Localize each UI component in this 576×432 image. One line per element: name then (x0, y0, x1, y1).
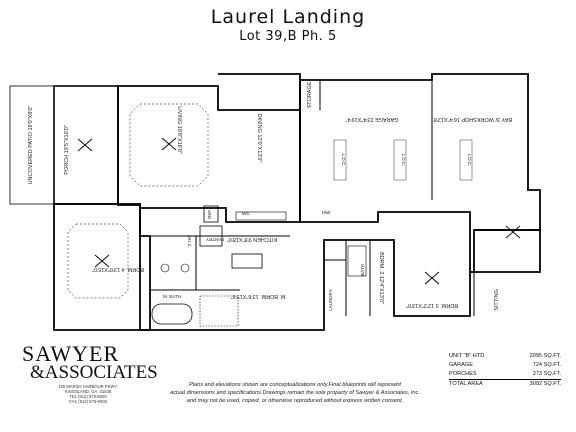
storage-label: STORAGE (307, 81, 313, 108)
laundry-label: LAUNDRY (328, 289, 333, 310)
bath2-tub (347, 245, 367, 277)
disclaimer-line: Plans and elevations shown are conceptua… (189, 382, 401, 388)
fan-bdrm2 (424, 271, 440, 285)
dining-label: DINING 12'0"X13'0" (256, 114, 262, 163)
center-wall (139, 208, 541, 331)
logo-line2: &ASSOCIATES (30, 362, 158, 383)
bdrm4-label: BDRM. 4 13'0"X15'0" (92, 266, 144, 272)
patio-label: UNCOVERED PATIO 19'0"X8'0" (28, 106, 34, 185)
ldc-1 (333, 139, 347, 181)
ldc-2 (393, 139, 407, 181)
disclaimer: Plans and elevations shown are conceptua… (100, 381, 490, 405)
master-bdrm-label: M. BDRM. 13'6"X15'6" (230, 293, 285, 299)
wic-label: W.I.C. (187, 236, 192, 248)
sink-2 (180, 263, 190, 273)
m-bath-label: M. BATH (163, 294, 181, 299)
ldc-3 (459, 139, 473, 181)
company-address: 100 MARSH HARBOUR PKWY. KINGSLAND, GA. 3… (48, 384, 128, 404)
garage-wall (299, 73, 541, 273)
living-label: LIVING 18'8"X16'0" (176, 106, 182, 154)
shower (199, 295, 239, 327)
address-line: 100 MARSH HARBOUR PKWY. (58, 384, 118, 389)
fan-living (161, 137, 177, 151)
hw-label: H/W (322, 210, 332, 215)
pantry-box (199, 225, 223, 247)
bdrm3-label: BDRM. 3 12'2"X13'0" (406, 302, 458, 308)
ref-box (203, 205, 219, 223)
ldc-label-2: L.D.C. (401, 154, 406, 167)
address-line: KINGSLAND, GA. 31548 (64, 389, 112, 394)
ldc-label-1: L.D.C. (341, 154, 346, 167)
kitchen-label: KITCHEN 9'8"X18'0" (227, 236, 278, 242)
sitting-label: SITTING (494, 289, 500, 311)
sink-1 (160, 263, 170, 273)
porch-label: PORCH 19'5"X10'0" (64, 125, 70, 174)
area-row: UNIT "B" HTD.2095 SQ.FT. (449, 353, 561, 359)
disclaimer-line: actual dimensions and specifications.Dra… (170, 390, 420, 396)
plan-subtitle: Lot 39,B Ph. 5 (239, 29, 337, 44)
living-ceiling (129, 103, 209, 187)
fan-bdrm4 (94, 254, 110, 268)
mc-label: M/C (242, 211, 251, 216)
address-line: FAX (912) 576-6003 (69, 399, 107, 404)
bdrm4-ceiling (67, 223, 129, 299)
living-wall (117, 85, 301, 223)
pantry-label: PANTRY (206, 237, 224, 242)
bath-label: BATH (360, 264, 365, 276)
fan-sitting (505, 225, 521, 239)
garage-label: GARAGE 23'4"X19'4" (345, 116, 398, 122)
ldc-label-3: L.D.C. (467, 154, 472, 167)
kitchen-island (231, 253, 263, 269)
bump-wall (218, 73, 301, 110)
plan-title: Laurel Landing (210, 6, 366, 28)
workshop-label: BAY 3/ WORKSHOP 16'4"X12'8" (432, 116, 512, 122)
logo-line1: SAWYER (22, 341, 120, 366)
tub (151, 303, 193, 325)
address-line: TEL (912) 576-6000 (69, 394, 107, 399)
ref-label: REF. (207, 209, 212, 219)
disclaimer-line: and may not be used, copied, or otherwis… (186, 398, 404, 404)
bdrm2-label: BDRM. 2 12'4"X13'0" (378, 252, 384, 304)
company-logo: SAWYER &ASSOCIATES (22, 341, 158, 383)
fan-porch (77, 138, 93, 152)
bar (235, 211, 287, 221)
